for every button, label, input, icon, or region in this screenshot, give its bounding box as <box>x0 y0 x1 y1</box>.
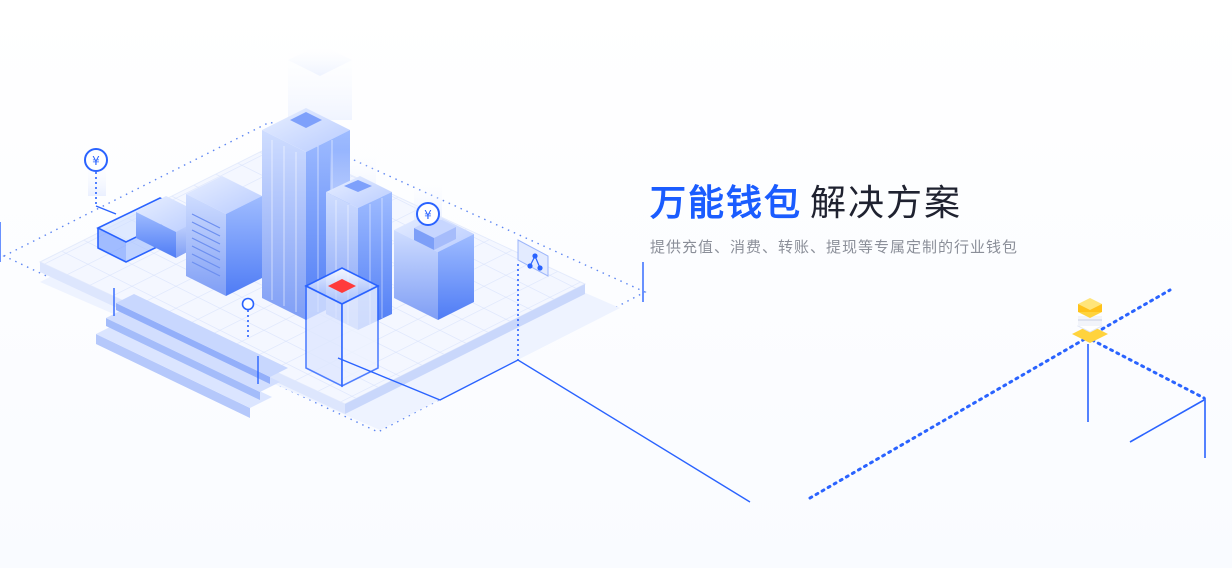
yen-coin-icon-right: ¥ <box>414 180 442 226</box>
red-key-block <box>328 279 356 293</box>
svg-text:¥: ¥ <box>92 154 100 168</box>
platform-edge-right <box>345 284 585 414</box>
outer-dotted-frame <box>2 121 647 433</box>
hero-title: 万能钱包解决方案 <box>650 178 962 230</box>
svg-text:¥: ¥ <box>424 208 432 222</box>
coin-stack-icon <box>1072 298 1108 343</box>
server-building <box>186 176 262 296</box>
hero-subtitle: 提供充值、消费、转账、提现等专属定制的行业钱包 <box>650 238 1019 256</box>
connection-lines <box>0 222 751 503</box>
right-network <box>808 288 1206 500</box>
hero-title-secondary: 解决方案 <box>810 183 963 224</box>
yen-coin-icon-left: ¥ <box>84 148 117 215</box>
stairs <box>96 294 288 418</box>
network-node-icon <box>517 239 549 360</box>
ring-marker <box>241 297 255 338</box>
glass-box <box>304 267 380 388</box>
right-low-buildings <box>394 212 474 320</box>
hero-title-primary: 万能钱包 <box>650 183 803 224</box>
